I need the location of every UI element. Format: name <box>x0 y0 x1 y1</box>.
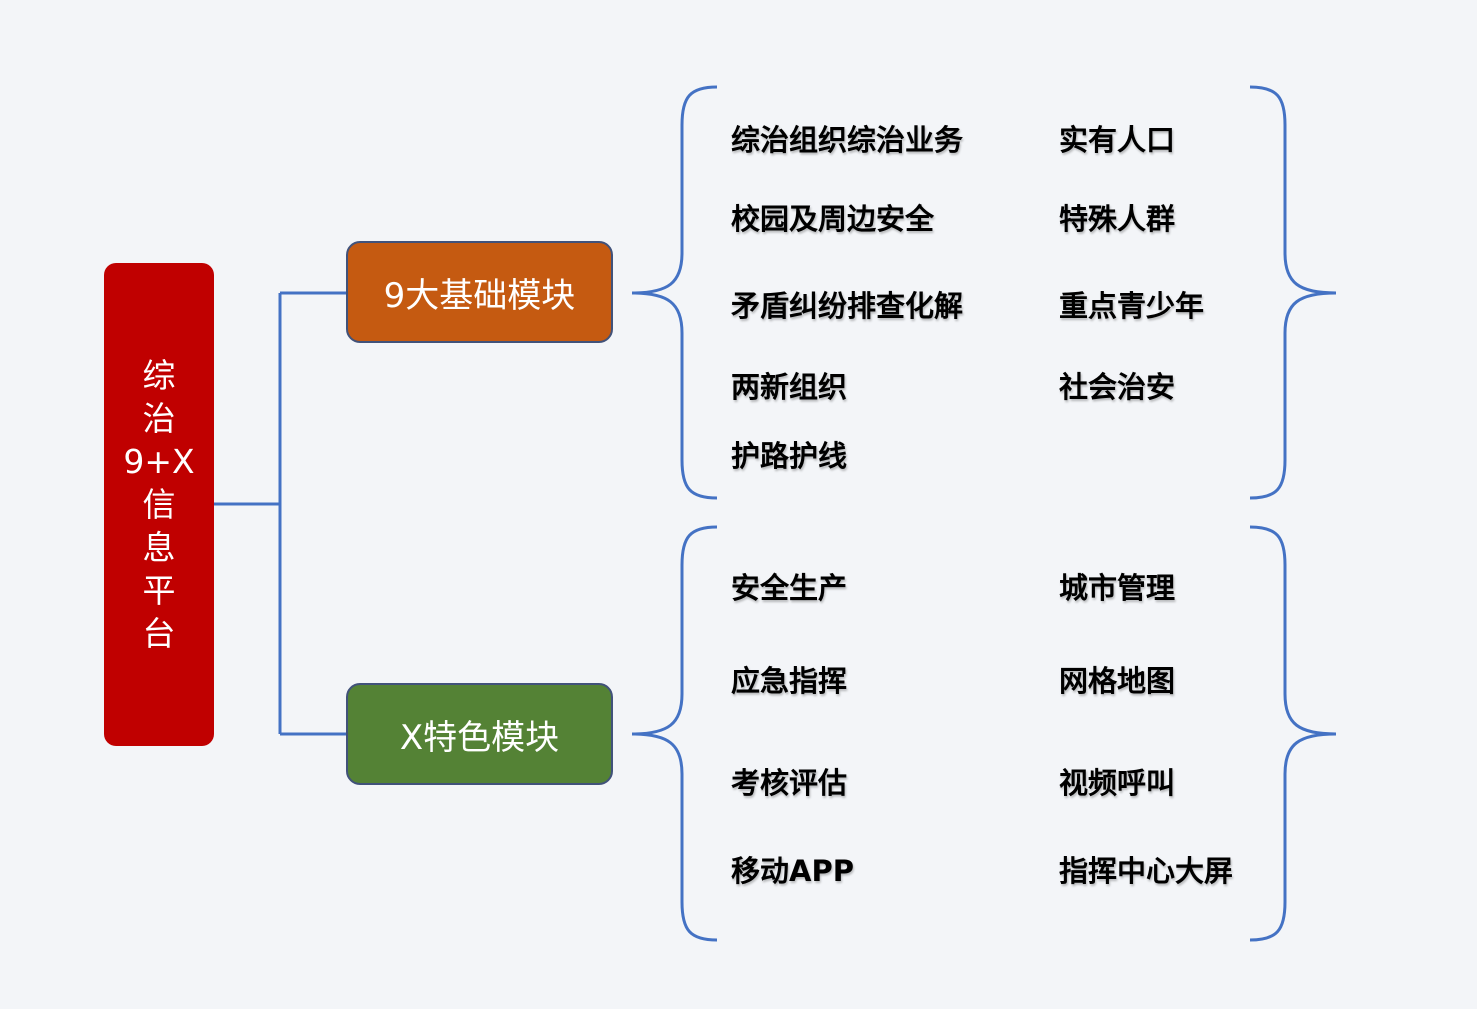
special-item: 城市管理 <box>1059 571 1176 605</box>
basic-item: 护路护线 <box>731 439 848 473</box>
basic-item: 重点青少年 <box>1059 289 1205 323</box>
branch-basic-label: 9大基础模块 <box>383 275 576 316</box>
basic-item: 校园及周边安全 <box>731 202 935 236</box>
root-connector <box>214 291 346 736</box>
special-item: 视频呼叫 <box>1059 766 1176 800</box>
right-brace-basic <box>1249 85 1337 500</box>
branch-basic-modules: 9大基础模块 <box>346 241 613 343</box>
right-brace-special <box>1249 525 1337 942</box>
special-item: 移动APP <box>731 854 854 888</box>
basic-item: 特殊人群 <box>1059 202 1176 236</box>
special-item: 指挥中心大屏 <box>1059 854 1234 888</box>
special-item: 考核评估 <box>731 766 848 800</box>
basic-item: 矛盾纠纷排查化解 <box>731 289 964 323</box>
branch-special-label: X特色模块 <box>399 717 560 758</box>
basic-item: 两新组织 <box>731 370 848 404</box>
left-brace-special <box>631 525 718 942</box>
basic-item: 实有人口 <box>1059 123 1176 157</box>
basic-item: 社会治安 <box>1059 370 1176 404</box>
basic-item: 综治组织综治业务 <box>731 123 964 157</box>
left-brace-basic <box>631 85 718 500</box>
branch-special-modules: X特色模块 <box>346 683 613 785</box>
special-item: 应急指挥 <box>731 664 848 698</box>
special-item: 网格地图 <box>1059 664 1176 698</box>
special-item: 安全生产 <box>731 571 848 605</box>
